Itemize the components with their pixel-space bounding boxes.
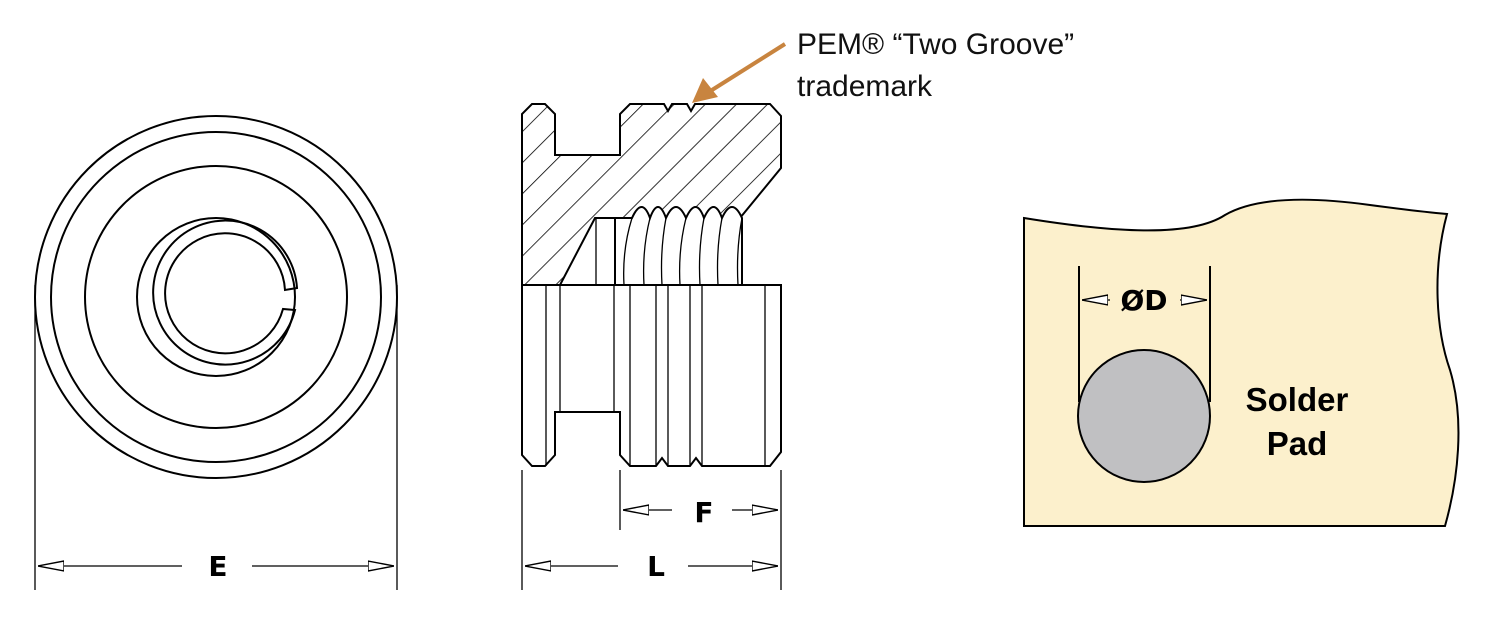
pem-trademark-line2: trademark: [797, 70, 933, 103]
solder-pad-view: ØD Solder Pad: [1023, 198, 1460, 527]
pem-callout-arrow: [692, 42, 787, 103]
solder-pad-label-line2: Pad: [1267, 425, 1328, 462]
dimension-l-label: L: [647, 550, 665, 583]
solder-pad: [1023, 198, 1460, 527]
pem-trademark-line1: PEM® “Two Groove”: [797, 28, 1074, 61]
end-view: E: [34, 115, 398, 590]
solder-pad-label-line1: Solder: [1246, 381, 1349, 418]
dimension-d-label: ØD: [1120, 284, 1167, 317]
side-view: F L PEM® “Two Groove” trademark: [521, 28, 1074, 590]
dimension-e-label: E: [208, 550, 227, 583]
dimension-f-label: F: [694, 496, 713, 529]
solder-ball: [1077, 349, 1211, 483]
